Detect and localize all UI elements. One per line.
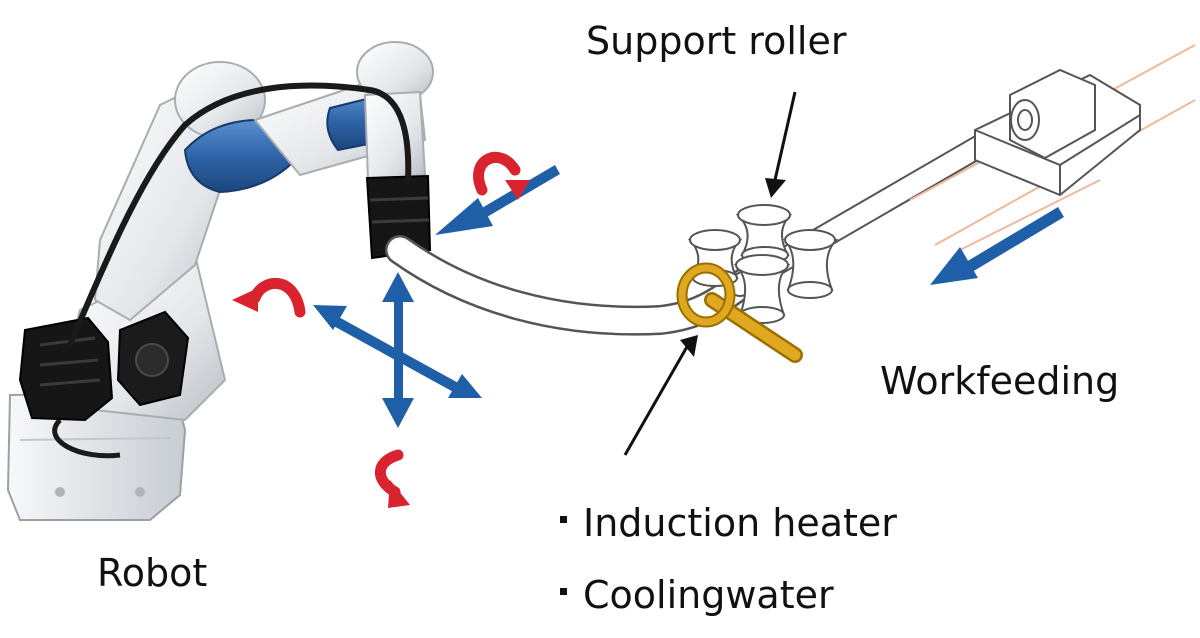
work-feeding-arrow — [930, 207, 1064, 285]
rotation-arrow-left — [232, 278, 306, 318]
cooling-water-label: Coolingwater — [583, 573, 834, 617]
robot-blue-cover-1 — [183, 118, 292, 194]
rotation-arrow-top — [473, 152, 530, 200]
roller-left — [687, 229, 743, 287]
callout-lines — [623, 91, 797, 456]
rotation-arrow-bottom — [374, 449, 410, 508]
bent-tube — [385, 108, 1037, 336]
robot-label: Robot — [97, 551, 208, 595]
induction-heater-pointer — [623, 335, 698, 456]
work-feeding-label: Workfeeding — [880, 359, 1120, 403]
induction-heater-item: Induction heater — [560, 504, 897, 542]
induction-heater-label: Induction heater — [583, 501, 897, 545]
induction-coil — [676, 262, 803, 363]
robot-cable — [67, 82, 412, 348]
support-roller-label: Support roller — [586, 19, 847, 63]
feeding-unit — [974, 68, 1141, 197]
bullet-icon — [560, 588, 567, 595]
robot-arm — [6, 41, 434, 521]
rotation-arrows — [232, 152, 530, 508]
diagonal-motion-arrow — [313, 305, 482, 398]
roller-right — [782, 229, 839, 299]
bullet-icon — [560, 516, 567, 523]
support-roller-pointer — [765, 91, 797, 198]
robot-motor-left — [18, 316, 114, 422]
cooling-water-item: Coolingwater — [560, 576, 834, 614]
roller-front — [733, 254, 791, 324]
gripper-feed-arrow — [435, 165, 560, 235]
